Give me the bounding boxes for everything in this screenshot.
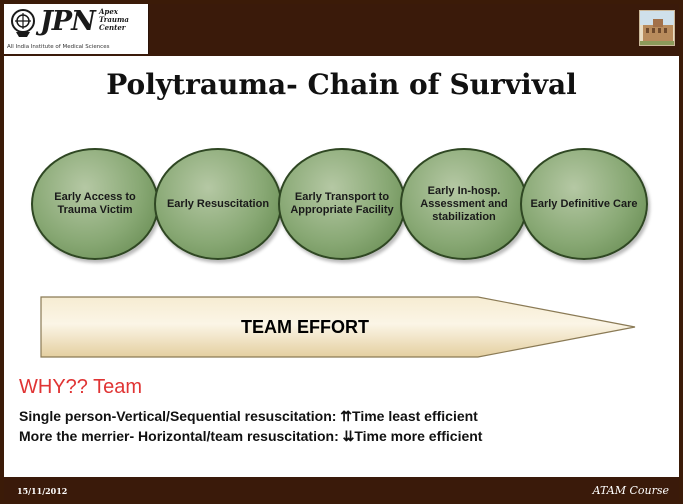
team-effort-arrow: [40, 296, 636, 358]
logo-sub-line: Apex: [99, 7, 118, 16]
chain-link-early-transport: Early Transport to Appropriate Facility: [278, 148, 406, 260]
logo-sub-line: Trauma: [99, 15, 129, 24]
chain-link-early-in-hosp-assessment: Early In-hosp. Assessment and stabilizat…: [400, 148, 528, 260]
chain-link-early-resuscitation: Early Resuscitation: [154, 148, 282, 260]
chain-link-label: Early In-hosp. Assessment and stabilizat…: [420, 184, 508, 223]
chain-of-survival: Early Access to Trauma Victim Early Resu…: [4, 4, 679, 500]
chain-link-label: Early Transport to Appropriate Facility: [290, 191, 394, 216]
jpn-logo: JPN Apex Trauma Center All India Institu…: [4, 4, 149, 54]
emblem-icon: [11, 9, 35, 37]
chain-link-early-access: Early Access to Trauma Victim: [31, 148, 159, 260]
footer-course: ATAM Course: [592, 484, 669, 497]
slide-title: Polytrauma- Chain of Survival: [106, 68, 577, 101]
institute-name: All India Institute of Medical Sciences: [7, 44, 110, 50]
point-line: More the merrier- Horizontal/team resusc…: [19, 428, 483, 444]
building-icon: [640, 11, 674, 45]
logo-sub-lines: Apex Trauma Center: [99, 8, 129, 32]
chain-link-label: Early Access to Trauma Victim: [54, 191, 136, 216]
chain-link-label: Early Resuscitation: [166, 197, 270, 210]
why-heading: WHY?? Team: [19, 376, 143, 398]
footer-band: 15/11/2012 ATAM Course: [4, 477, 679, 500]
logo-text: JPN: [40, 6, 96, 37]
header-band: JPN Apex Trauma Center All India Institu…: [4, 4, 679, 56]
arrow-label: TEAM EFFORT: [241, 316, 369, 337]
chain-link-early-definitive-care: Early Definitive Care: [520, 148, 648, 260]
chain-link-label: Early Definitive Care: [530, 197, 638, 210]
building-photo: [639, 10, 675, 46]
point-line: Single person-Vertical/Sequential resusc…: [19, 408, 478, 424]
logo-sub-line: Center: [99, 23, 126, 32]
footer-date: 15/11/2012: [17, 486, 68, 496]
